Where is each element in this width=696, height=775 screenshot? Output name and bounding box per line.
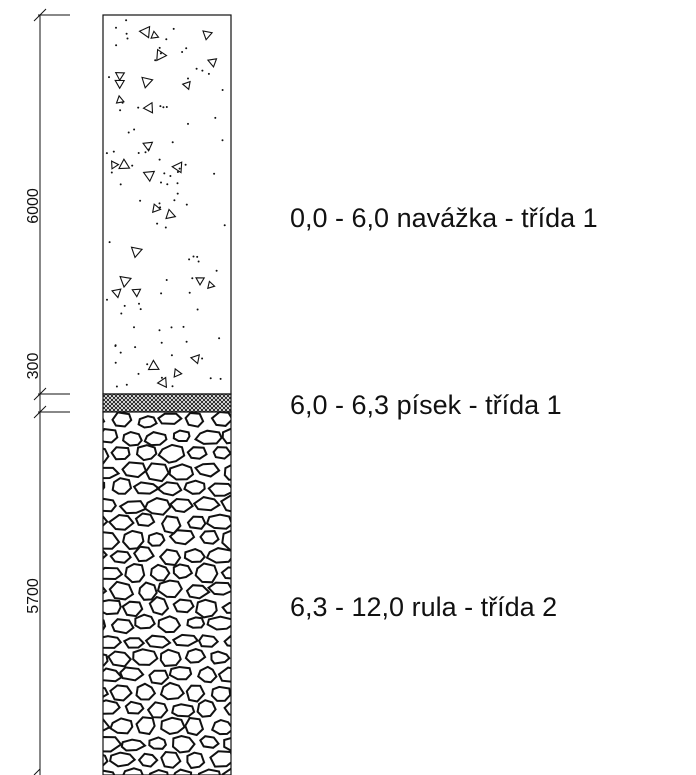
gneiss-hatch-cobbles [103,412,231,775]
layer-sand-column [102,393,232,413]
dimension-label-fill: 6000 [25,188,42,224]
dimension-tick-bottom [33,768,41,775]
dimension-tick-top [33,8,47,22]
layer-fill-column [102,14,232,395]
dimension-tick-sand-gneiss [33,405,47,419]
layer-label-fill: 0,0 - 6,0 navážka - třída 1 [290,203,598,233]
dimension-line [33,8,70,775]
layer-label-sand: 6,0 - 6,3 písek - třída 1 [290,390,562,420]
dimension-label-gneiss: 5700 [25,578,42,614]
layer-gneiss-column [102,411,232,775]
layer-label-gneiss: 6,3 - 12,0 rula - třída 2 [290,592,557,622]
dimension-tick-fill-sand [33,387,47,401]
fill-hatch-marks [105,19,226,389]
dimension-label-sand: 300 [25,353,42,380]
